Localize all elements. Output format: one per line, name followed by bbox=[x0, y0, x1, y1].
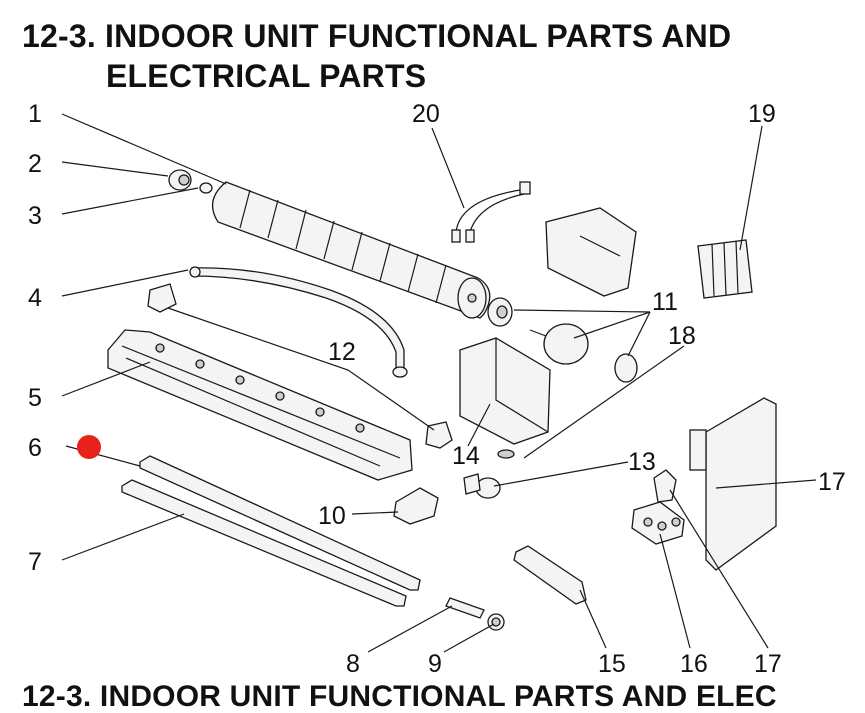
leader-lines bbox=[61, 113, 817, 653]
callout-7: 7 bbox=[28, 548, 42, 576]
page-title: 12-3. INDOOR UNIT FUNCTIONAL PARTS AND bbox=[22, 18, 732, 54]
part-pcb-small bbox=[653, 469, 677, 503]
callout-18: 18 bbox=[668, 322, 696, 350]
callout-16: 16 bbox=[680, 650, 708, 678]
part-horizontal-louver bbox=[139, 455, 421, 591]
callout-14: 14 bbox=[452, 442, 480, 470]
callout-6: 6 bbox=[28, 434, 42, 462]
part-drain-hose bbox=[189, 266, 408, 378]
part-drain-pan bbox=[107, 329, 413, 481]
callout-3: 3 bbox=[28, 202, 42, 230]
part-vertical-louver bbox=[121, 479, 407, 607]
callout-5: 5 bbox=[28, 384, 42, 412]
part-louver-holder bbox=[393, 487, 439, 525]
part-bearing-rubber bbox=[199, 182, 213, 194]
callout-1: 1 bbox=[28, 100, 42, 128]
part-louver-motor bbox=[463, 473, 501, 499]
callout-9: 9 bbox=[428, 650, 442, 678]
callout-20: 20 bbox=[412, 100, 440, 128]
part-bearing bbox=[168, 169, 192, 191]
callout-13: 13 bbox=[628, 448, 656, 476]
part-cross-flow-fan bbox=[211, 181, 491, 319]
callout-12: 12 bbox=[328, 338, 356, 366]
part-terminal-block bbox=[631, 501, 685, 545]
part-bearing-base-top bbox=[147, 283, 177, 313]
part-control-box bbox=[545, 207, 637, 297]
page-title-line2: ELECTRICAL PARTS bbox=[106, 58, 427, 94]
part-relay-block bbox=[697, 239, 753, 299]
callout-8: 8 bbox=[346, 650, 360, 678]
callout-4: 4 bbox=[28, 284, 42, 312]
part-motor-bracket bbox=[459, 337, 551, 445]
part-thermistor bbox=[497, 449, 515, 459]
callout-11: 11 bbox=[652, 288, 678, 316]
part-bushing bbox=[487, 613, 505, 631]
callout-15: 15 bbox=[598, 650, 626, 678]
callout-10: 10 bbox=[318, 502, 346, 530]
callout-17-bottom: 17 bbox=[754, 650, 782, 678]
callout-17-top: 17 bbox=[818, 468, 846, 496]
part-drain-cap bbox=[513, 545, 587, 605]
callout-19: 19 bbox=[748, 100, 776, 128]
cursor-marker bbox=[77, 435, 101, 459]
part-wire-harness bbox=[451, 181, 531, 243]
part-louver-shaft bbox=[445, 597, 485, 619]
part-pcb-assembly bbox=[689, 397, 777, 571]
part-bearing-base-bottom bbox=[425, 421, 453, 449]
callout-2: 2 bbox=[28, 150, 42, 178]
part-fan-motor-set bbox=[487, 297, 638, 383]
